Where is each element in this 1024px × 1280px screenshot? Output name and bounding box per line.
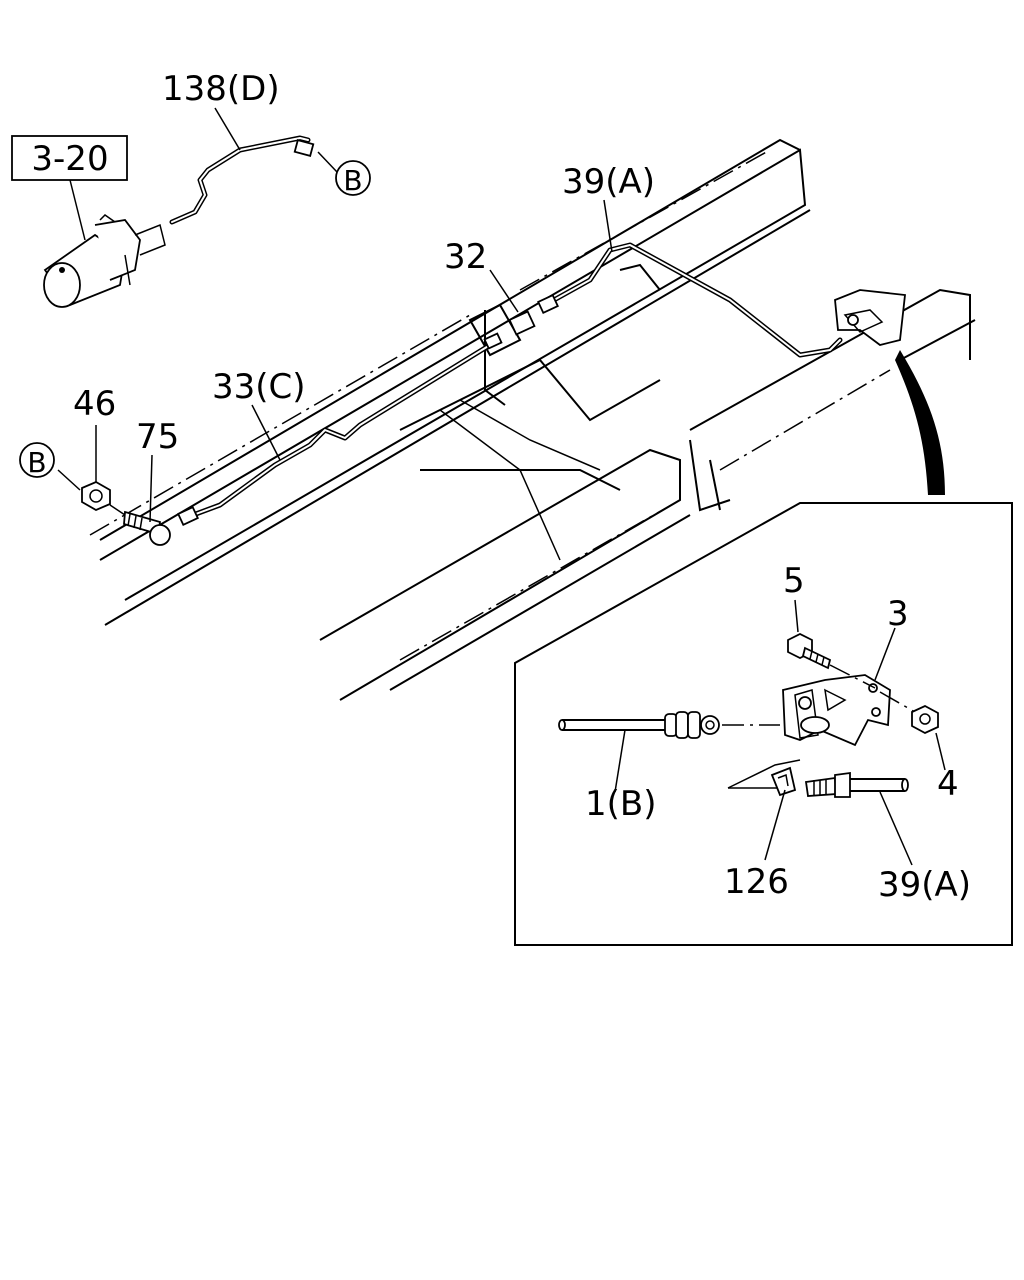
label-32[interactable]: 32 [444, 237, 487, 277]
label-4[interactable]: 4 [937, 764, 959, 804]
callout-b-top: B [335, 160, 371, 197]
label-1b[interactable]: 1(B) [585, 784, 657, 824]
label-75[interactable]: 75 [136, 417, 179, 457]
label-3[interactable]: 3 [887, 594, 909, 634]
pipe-39a-end [804, 771, 909, 798]
detail-view [514, 502, 1013, 946]
master-cylinder-icon [43, 214, 166, 308]
label-138d[interactable]: 138(D) [162, 69, 280, 109]
leader-lines [57, 107, 613, 523]
union-75 [123, 510, 171, 546]
hose-1b [558, 711, 780, 739]
label-33c[interactable]: 33(C) [212, 367, 306, 407]
label-5[interactable]: 5 [783, 561, 805, 601]
bolt-icon [787, 632, 876, 689]
clip-icon [727, 759, 801, 797]
pipe-33c [177, 332, 503, 527]
detail-arrow-icon [895, 350, 945, 495]
svg-text:B: B [27, 446, 46, 479]
pipe-138d [169, 135, 315, 225]
label-39a-main[interactable]: 39(A) [562, 162, 655, 202]
nut-icon [879, 691, 939, 735]
label-39a-detail[interactable]: 39(A) [878, 865, 971, 905]
callout-b-left: B [19, 442, 55, 479]
nut-icon [81, 480, 111, 512]
svg-text:B: B [343, 164, 362, 197]
bracket-icon [782, 674, 891, 747]
frame-rail-icon [89, 138, 976, 701]
label-46[interactable]: 46 [73, 384, 116, 424]
pipe-39a [537, 242, 843, 358]
svg-text:3-20: 3-20 [31, 139, 108, 179]
label-126[interactable]: 126 [724, 862, 789, 902]
bracket-icon [834, 289, 906, 346]
fitting-32 [508, 310, 536, 336]
reference-box[interactable]: 3-20 [11, 135, 128, 181]
